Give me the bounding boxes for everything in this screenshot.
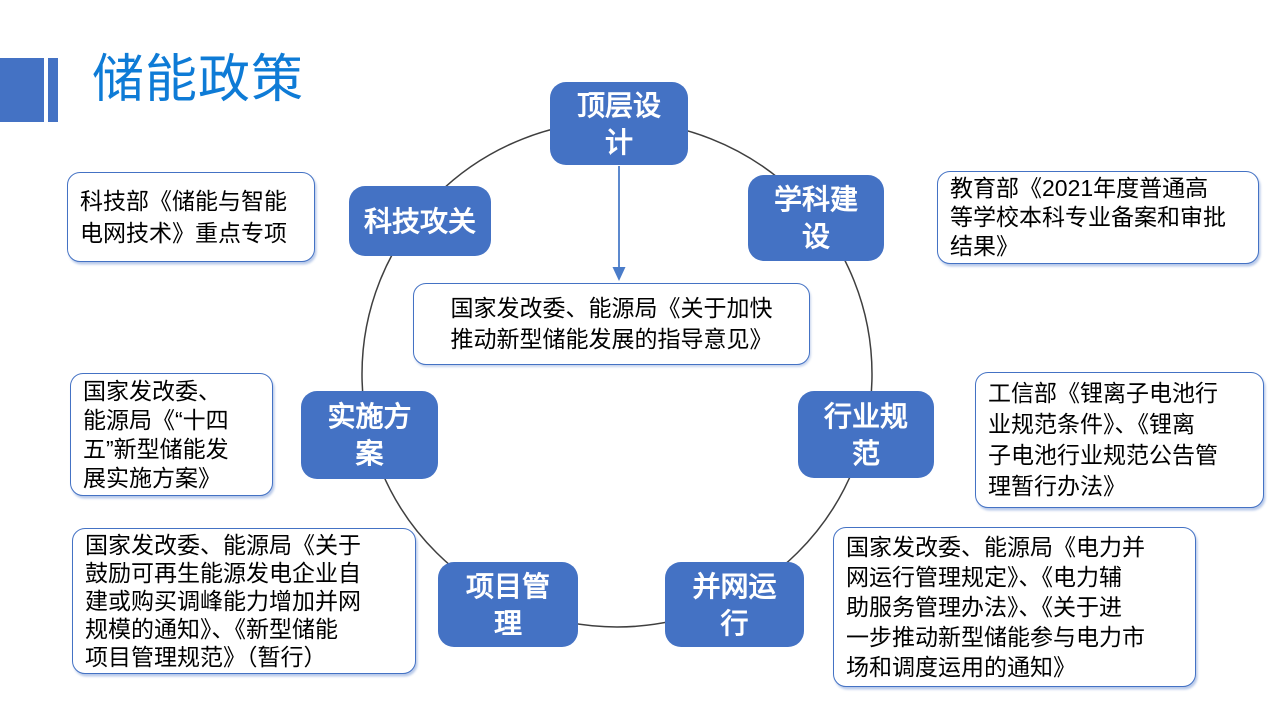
- title-accent-block: [0, 58, 44, 122]
- node-industry-standard: 行业规 范: [798, 391, 934, 478]
- node-project-management: 项目管 理: [438, 562, 578, 647]
- node-grid-operation-label: 并网运 行: [692, 570, 777, 639]
- node-top-design-label: 顶层设 计: [576, 89, 661, 158]
- node-discipline-construction-label: 学科建 设: [773, 184, 858, 252]
- callout-tech-research: 科技部《储能与智能 电网技术》重点专项: [67, 172, 315, 262]
- center-note-text: 国家发改委、能源局《关于加快 推动新型储能发展的指导意见》: [450, 295, 773, 352]
- callout-tech-research-text: 科技部《储能与智能 电网技术》重点专项: [80, 188, 287, 246]
- node-grid-operation: 并网运 行: [665, 562, 804, 647]
- node-tech-research: 科技攻关: [349, 186, 491, 256]
- callout-project-management-text: 国家发改委、能源局《关于 鼓励可再生能源发电企业自 建或购买调峰能力增加并网 规…: [85, 532, 361, 670]
- callout-industry-standard-text: 工信部《锂离子电池行 业规范条件》、《锂离 子电池行业规范公告管 理暂行办法》: [988, 380, 1218, 499]
- page-title: 储能政策: [92, 51, 305, 109]
- callout-implementation-plan: 国家发改委、 能源局《“十四 五”新型储能发 展实施方案》: [70, 373, 273, 496]
- callout-discipline: 教育部《2021年度普通高 等学校本科专业备案和审批 结果》: [937, 171, 1259, 264]
- node-discipline-construction: 学科建 设: [748, 175, 884, 261]
- callout-grid-operation: 国家发改委、能源局《电力并 网运行管理规定》、《电力辅 助服务管理办法》、《关于…: [833, 527, 1196, 687]
- callout-industry-standard: 工信部《锂离子电池行 业规范条件》、《锂离 子电池行业规范公告管 理暂行办法》: [975, 372, 1264, 508]
- node-project-management-label: 项目管 理: [465, 570, 550, 639]
- node-implementation-plan-label: 实施方 案: [327, 401, 412, 469]
- node-industry-standard-label: 行业规 范: [823, 400, 908, 469]
- callout-project-management: 国家发改委、能源局《关于 鼓励可再生能源发电企业自 建或购买调峰能力增加并网 规…: [72, 528, 416, 674]
- node-implementation-plan: 实施方 案: [301, 391, 438, 479]
- callout-discipline-text: 教育部《2021年度普通高 等学校本科专业备案和审批 结果》: [950, 175, 1226, 259]
- node-top-design: 顶层设 计: [550, 82, 688, 165]
- node-tech-research-label: 科技攻关: [363, 205, 476, 237]
- center-note-box: 国家发改委、能源局《关于加快 推动新型储能发展的指导意见》: [413, 283, 810, 365]
- callout-implementation-plan-text: 国家发改委、 能源局《“十四 五”新型储能发 展实施方案》: [83, 377, 229, 491]
- title-accent-bar: [48, 58, 58, 122]
- flow-arrow: [612, 166, 626, 281]
- callout-grid-operation-text: 国家发改委、能源局《电力并 网运行管理规定》、《电力辅 助服务管理办法》、《关于…: [846, 534, 1145, 680]
